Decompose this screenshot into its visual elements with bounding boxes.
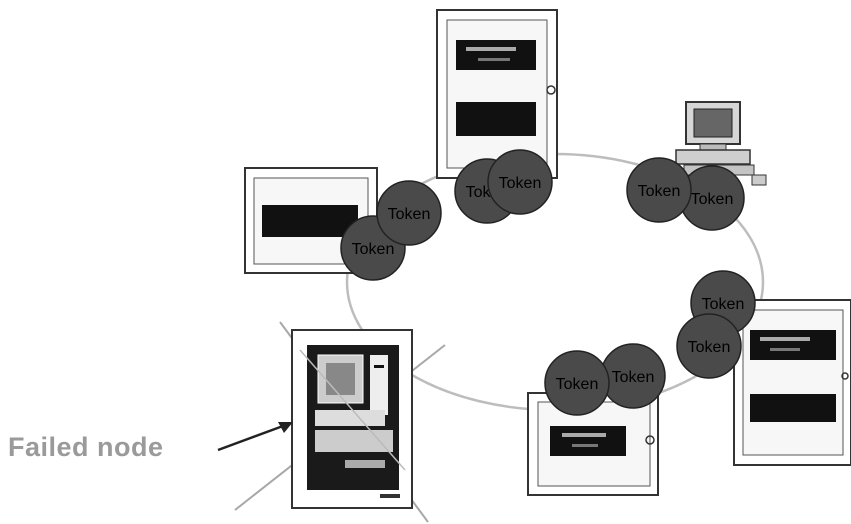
failed-node-label: Failed node	[8, 432, 164, 462]
failed-node-arrow	[217, 422, 293, 452]
token-9: Token	[600, 343, 666, 409]
token-5: Token	[679, 165, 745, 231]
token-6: Token	[626, 157, 692, 223]
token-label: Token	[556, 376, 599, 393]
token-2: Token	[376, 180, 442, 246]
token-circle	[487, 149, 553, 215]
token-8: Token	[676, 313, 742, 379]
server-bottom	[527, 392, 659, 496]
server-cabinet-top	[436, 9, 558, 179]
token-circle	[626, 157, 692, 223]
server-cabinet-right	[733, 299, 851, 466]
token-label: Token	[688, 339, 731, 356]
token-label: Token	[691, 191, 734, 208]
failed-node-cabinet	[291, 329, 413, 509]
tokens: TokenTokenTokenTokenTokenTokenTokenToken…	[340, 149, 756, 416]
token-label: Token	[612, 369, 655, 386]
token-label: Token	[352, 241, 395, 258]
token-label: Token	[638, 183, 681, 200]
token-4: Token	[487, 149, 553, 215]
token-label: Token	[388, 206, 431, 223]
token-circle	[376, 180, 442, 246]
token-circle	[676, 313, 742, 379]
token-10: Token	[544, 350, 610, 416]
token-label: Token	[499, 175, 542, 192]
token-label: Token	[702, 296, 745, 313]
token-circle	[544, 350, 610, 416]
